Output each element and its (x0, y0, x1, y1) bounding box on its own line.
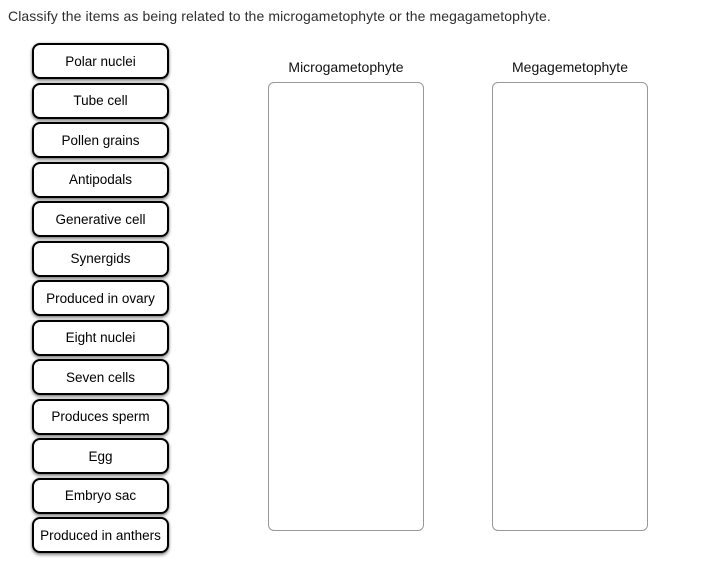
bank-item-produced-in-ovary[interactable]: Produced in ovary (32, 280, 169, 316)
question-prompt: Classify the items as being related to t… (8, 8, 551, 24)
item-bank: Polar nuclei Tube cell Pollen grains Ant… (32, 43, 169, 553)
bank-item-antipodals[interactable]: Antipodals (32, 161, 169, 198)
bank-item-synergids[interactable]: Synergids (32, 240, 169, 277)
bank-item-generative-cell[interactable]: Generative cell (32, 201, 169, 237)
category-label-microgametophyte: Microgametophyte (288, 59, 404, 75)
bank-item-tube-cell[interactable]: Tube cell (32, 82, 169, 119)
bank-item-egg[interactable]: Egg (32, 438, 169, 474)
bank-item-produces-sperm[interactable]: Produces sperm (32, 398, 169, 435)
category-label-megagemetophyte: Megagemetophyte (512, 59, 628, 75)
bank-item-pollen-grains[interactable]: Pollen grains (32, 122, 169, 158)
dropzone-microgametophyte[interactable] (268, 82, 424, 531)
bank-item-produced-in-anthers[interactable]: Produced in anthers (32, 517, 169, 553)
bank-item-polar-nuclei[interactable]: Polar nuclei (32, 43, 169, 79)
bank-item-eight-nuclei[interactable]: Eight nuclei (32, 319, 169, 356)
bank-item-seven-cells[interactable]: Seven cells (32, 359, 169, 395)
dropzone-megagemetophyte[interactable] (492, 82, 648, 531)
bank-item-embryo-sac[interactable]: Embryo sac (32, 477, 169, 514)
